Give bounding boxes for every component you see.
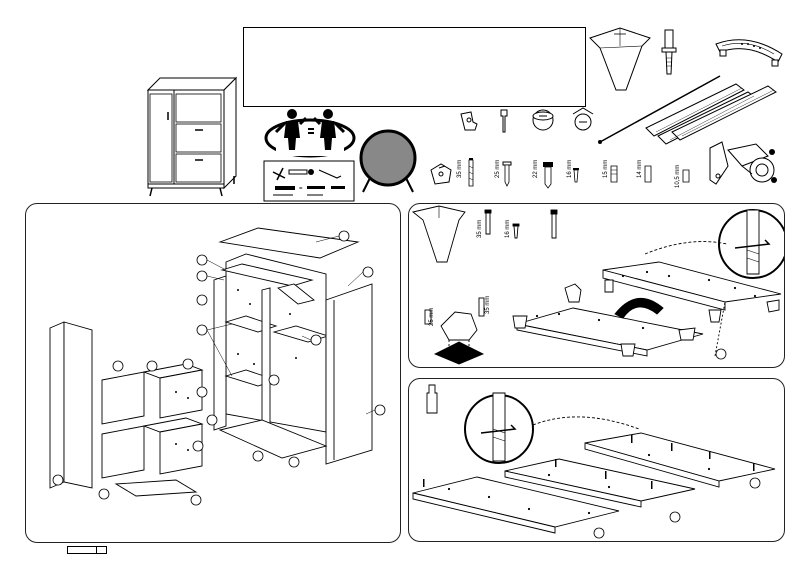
exploded-drawing	[49, 227, 386, 506]
leg-icon	[589, 27, 651, 91]
legs-assembly-panel: 35 mm 16 mm 25 mm 35 mm	[408, 203, 785, 368]
tools-icon: =	[263, 160, 355, 202]
bolt-icon	[661, 29, 677, 75]
cam-fittings-icon	[460, 107, 594, 133]
handle-icon	[715, 39, 783, 67]
length-label: 14 mm	[637, 160, 643, 178]
dowels-drawing	[412, 384, 776, 539]
length-label: 35 mm	[485, 296, 491, 314]
hinge-icon	[709, 141, 777, 185]
svg-text:=: =	[299, 186, 303, 192]
dowel-assembly-panel	[408, 378, 785, 542]
title-box	[243, 27, 586, 107]
length-label: 35 mm	[457, 160, 463, 178]
length-label: 35 mm	[477, 220, 483, 238]
page-number-box	[67, 546, 107, 554]
drawer-slides-icon	[598, 75, 777, 145]
two-persons-icon	[264, 109, 356, 158]
length-label: 25 mm	[429, 308, 435, 326]
length-label: 15 mm	[603, 160, 609, 178]
length-label: 25 mm	[495, 160, 501, 178]
length-label: 16 mm	[505, 220, 511, 238]
length-label: 22 mm	[533, 160, 539, 178]
round-mirror-icon	[359, 129, 417, 193]
exploded-assembly-panel	[25, 203, 401, 543]
screws-row: 35 mm 25 mm 22 mm 16 mm 15 mm 14 mm 10,5…	[430, 158, 690, 189]
cabinet-icon	[146, 76, 238, 197]
length-label: 10,5 mm	[675, 165, 681, 188]
legs-drawing: 35 mm 16 mm 25 mm 35 mm	[411, 205, 784, 365]
length-label: 16 mm	[567, 160, 573, 178]
